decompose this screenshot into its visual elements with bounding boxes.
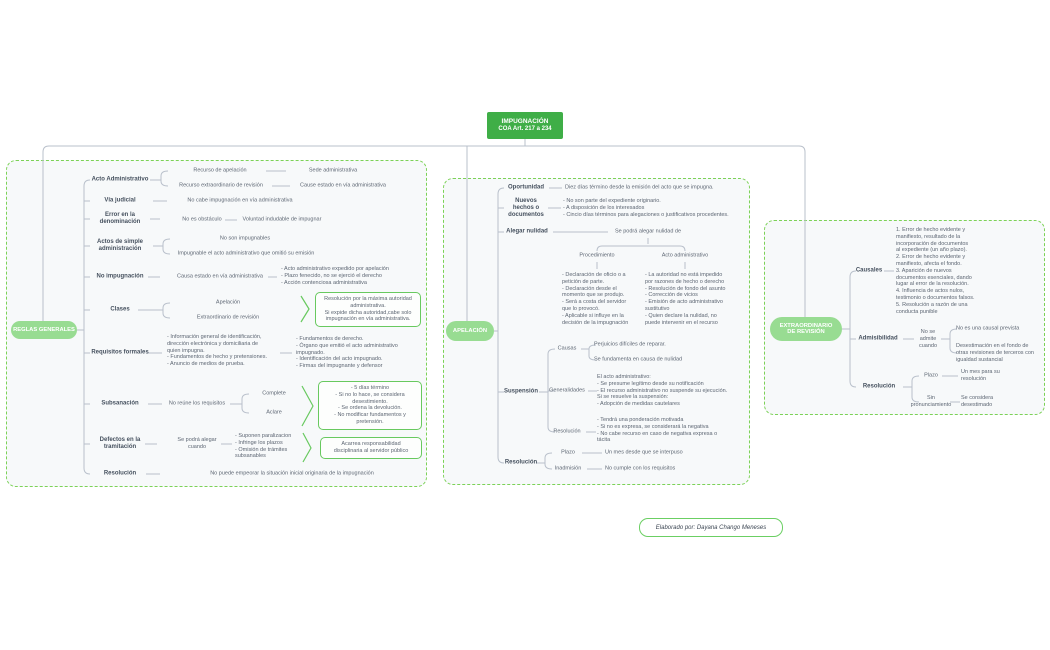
text-se-podra-alegar: Se podrá alegar cuando [177, 437, 217, 450]
label-causas: Causas [557, 345, 577, 352]
text-clases-apelacion: Apelación [215, 299, 241, 306]
text-generalidades-detalle: El acto administrativo: - Se presume leg… [597, 374, 728, 408]
label-acto-administrativo: Acto Administrativo [91, 176, 149, 183]
label-error-denominacion: Error en la denominación [99, 212, 141, 225]
text-causales-lista: 1. Error de hecho evidente y manifiesto,… [896, 227, 975, 315]
text-no-se-admite: No se admite cuando [918, 328, 938, 349]
text-requisitos-col2: - Fundamentos de derecho. - Órgano que e… [296, 336, 398, 370]
label-causales: Causales [855, 267, 883, 274]
chevron-icons [300, 295, 314, 463]
label-sin-pronunciamiento: Sin pronunciamiento [910, 395, 952, 408]
text-inadmision-detalle: No cumple con los requisitos [605, 465, 676, 472]
text-cause-estado: Cause estado en vía administrativa [300, 182, 386, 189]
text-causas-a: Perjuicios difíciles de reparar. [594, 341, 666, 348]
label-oportunidad: Oportunidad [508, 184, 544, 191]
text-acto-administrativo-lista: - La autoridad no está impedido por razo… [645, 272, 726, 326]
label-via-judicial: Vía judicial [104, 197, 136, 204]
text-causa-estado: Causa estado en vía administrativa [177, 273, 263, 280]
text-plazo-apelacion-detalle: Un mes desde que se interpuso [605, 449, 683, 456]
pill-apelacion[interactable]: APELACIÓN [446, 321, 494, 341]
label-resolucion-apelacion: Resolución [504, 459, 538, 466]
label-nuevos-hechos: Nuevos hechos o documentos [508, 197, 544, 218]
text-aclare: Aclare [266, 409, 282, 416]
label-acto-administrativo-col: Acto administrativo [661, 252, 709, 259]
root-title: IMPUGNACIÓN [501, 118, 549, 125]
text-via-judicial-detalle: No cabe impugnación en vía administrativ… [187, 197, 293, 204]
callout-subsanacion: - 5 días término - Si no lo hace, se con… [318, 381, 422, 430]
text-resolucion-reglas-detalle: No puede empeorar la situación inicial o… [210, 470, 374, 477]
credit-node: Elaborado por: Dayana Chango Meneses [639, 518, 783, 537]
callout-responsabilidad: Acarrea responsabilidad disciplinaria al… [320, 437, 422, 459]
text-oportunidad-detalle: Diez días término desde la emisión del a… [565, 184, 714, 191]
text-voluntad-impugnar: Voluntad indudable de impugnar [242, 216, 322, 223]
text-sede-administrativa: Sede administrativa [308, 167, 358, 174]
label-requisitos-formales: Requisitos formales [91, 349, 149, 356]
text-no-impugnables: No son impugnables [219, 235, 271, 242]
text-complete: Complete [262, 390, 286, 397]
label-resolucion-revision: Resolución [862, 383, 896, 390]
text-no-es-obstaculo: No es obstáculo [182, 216, 222, 223]
label-no-impugnacion: No impugnación [96, 273, 144, 280]
label-defectos-tramitacion: Defectos en la tramitación [99, 437, 141, 450]
text-sin-pronunciamiento-detalle: Se considera desestimado [961, 395, 994, 408]
label-resolucion-reglas: Resolución [103, 470, 137, 477]
label-plazo-revision: Plazo [924, 372, 938, 379]
text-recurso-revision: Recurso extraordinario de revisión [179, 182, 263, 189]
label-resolucion-suspension: Resolución [553, 428, 581, 435]
text-no-impugnacion-lista: - Acto administrativo expedido por apela… [281, 266, 389, 286]
label-procedimiento: Procedimiento [579, 252, 615, 259]
text-impugnable-omision: Impugnable el acto administrativo que om… [177, 250, 315, 257]
root-subtitle: COA Art. 217 a 234 [498, 126, 552, 132]
text-alegar-nulidad-intro: Se podrá alegar nulidad de [614, 228, 682, 235]
root-node-impugnacion[interactable]: IMPUGNACIÓN COA Art. 217 a 234 [487, 112, 563, 139]
text-recurso-apelacion: Recurso de apelación [193, 167, 247, 174]
label-alegar-nulidad: Alegar nulidad [506, 228, 548, 235]
label-inadmision: Inadmisión [554, 465, 582, 472]
text-resolucion-suspension-detalle: - Tendrá una ponderación motivada - Si n… [597, 417, 718, 444]
text-defectos-lista: - Suponen paralizacion - Infringe los pl… [235, 433, 292, 460]
label-plazo-apelacion: Plazo [561, 449, 575, 456]
label-subsanacion: Subsanación [101, 400, 139, 407]
label-generalidades: Generalidades [549, 387, 585, 394]
pill-reglas-generales[interactable]: REGLAS GENERALES [11, 321, 77, 339]
callout-resolucion-maxima-autoridad: Resolución por la máxima autoridad admin… [315, 292, 421, 328]
text-no-causal-prevista: No es una causal prevista [956, 325, 1020, 332]
text-plazo-revision-detalle: Un mes para su resolución [961, 369, 1000, 382]
text-requisitos-col1: - Información general de identificación,… [167, 334, 267, 368]
text-no-reune-requisitos: No reúne los requisitos [168, 400, 226, 407]
pill-extraordinario-revision[interactable]: EXTRAORDINARIO DE REVISIÓN [770, 317, 842, 341]
label-admisibilidad: Admisibilidad [858, 335, 898, 342]
text-causas-b: Se fundamenta en causa de nulidad [594, 356, 683, 363]
label-clases: Clases [110, 306, 130, 313]
text-clases-extraordinario: Extraordinario de revisión [196, 314, 260, 321]
text-procedimiento-lista: - Declaración de oficio o a petición de … [562, 272, 629, 326]
text-desestimacion: Desestimación en el fondo de otras revis… [956, 343, 1034, 363]
label-suspension: Suspensión [503, 388, 539, 395]
text-nuevos-hechos-detalle: - No son parte del expediente originario… [563, 198, 729, 218]
label-actos-simple: Actos de simple administración [96, 239, 144, 252]
